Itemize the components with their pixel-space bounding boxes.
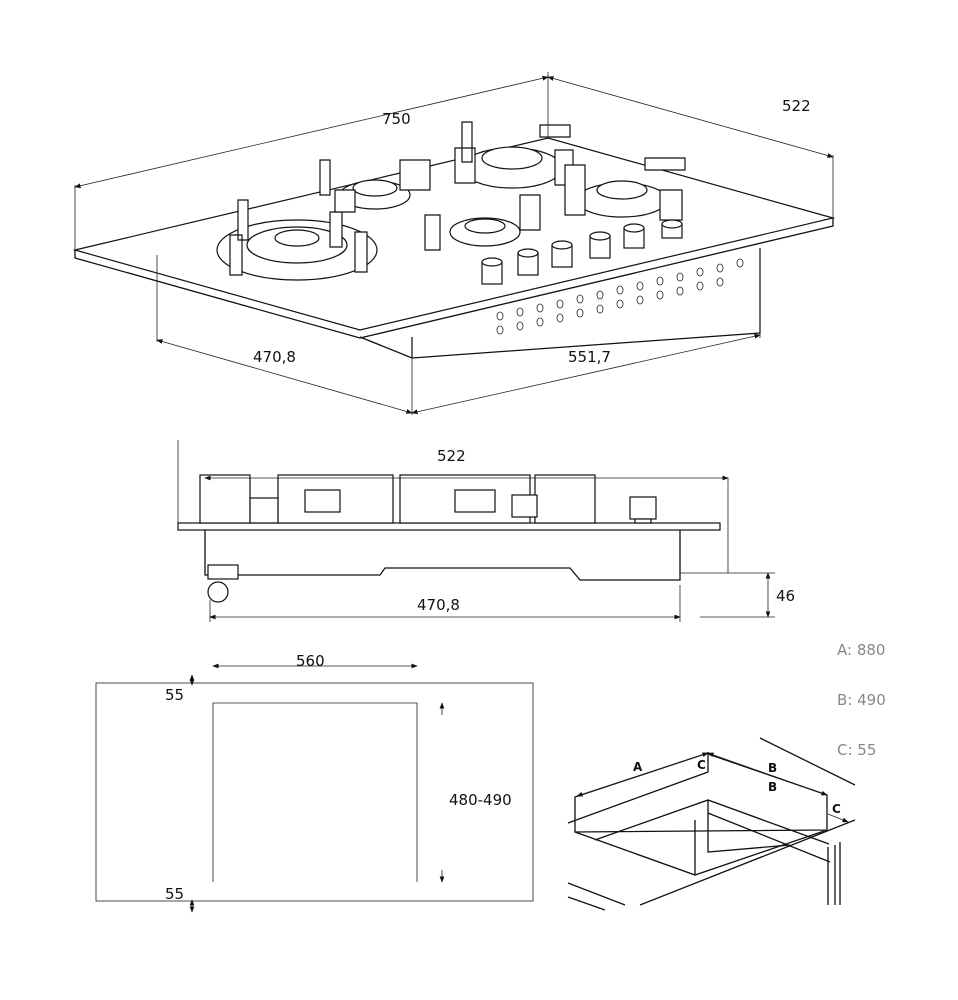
legend-b: B: 490 [837,691,886,709]
burner-wok [216,199,378,281]
dimension-base-depth: 470,8 [253,348,296,366]
control-knobs [481,219,683,285]
knob [551,240,573,268]
gas-connector [207,564,239,603]
side-knob [629,496,657,524]
dimension-legend: A: 880 B: 490 C: 55 [837,641,886,759]
legend-c: C: 55 [837,741,876,759]
side-view: 522 46 470,8 [177,440,795,622]
burner-rear-center [454,121,574,189]
knob [481,257,503,285]
cutout-margin-bottom: 55 [165,885,184,903]
legend-a: A: 880 [837,641,885,659]
cabinet-label-b-1: B [768,761,777,775]
cutout-plan-view: 560 55 55 480-490 [95,652,534,913]
dimension-depth-522: 522 [782,97,811,115]
knob [589,231,611,259]
dimension-base-width: 551,7 [568,348,611,366]
burner-right [564,157,686,221]
side-body [204,530,681,581]
cabinet-label-b-2: B [768,780,777,794]
cutout-outline [212,702,418,882]
burner-front-center [424,194,541,251]
cabinet-label-c-right: C [832,802,841,816]
side-dimension-height: 46 [776,587,795,605]
knob [517,248,539,276]
cabinet-label-a: A [633,760,643,774]
cutout-width: 560 [296,652,325,670]
cutout-margin-top: 55 [165,686,184,704]
side-glass [177,522,721,531]
cabinet-isometric-view: A C B B C [567,737,856,911]
cabinet-label-c-top: C [697,758,706,772]
isometric-hob-view: 750 522 470,8 551,7 [72,72,836,415]
worktop-outline [95,682,534,902]
ignition-button [661,219,683,239]
vent-holes [496,258,744,335]
side-grates [199,474,596,524]
cutout-height: 480-490 [449,791,512,809]
dimension-width-750: 750 [382,110,411,128]
knob [623,223,645,249]
side-dimension-depth: 522 [437,447,466,465]
side-dimension-base-depth: 470,8 [417,596,460,614]
